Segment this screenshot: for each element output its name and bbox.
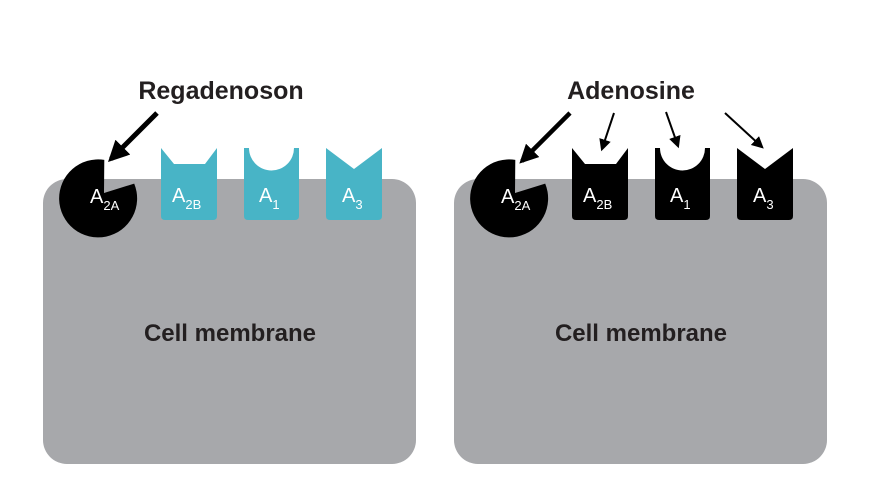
right-receptor-a1: A1	[655, 148, 710, 220]
adenosine-arrow-a1	[665, 111, 681, 149]
right-receptor-a3: A3	[737, 148, 793, 220]
receptor-main-letter: A	[501, 186, 515, 208]
left-receptor-a3: A3	[326, 148, 382, 220]
receptor-subscript: 1	[683, 197, 690, 212]
receptor-main-letter: A	[172, 185, 186, 207]
receptor-a1-shape	[655, 148, 710, 220]
adenosine-label: Adenosine	[567, 77, 695, 105]
receptor-a3-shape	[326, 148, 382, 220]
right-panel: Cell membrane Adenosine A2A A2B A1 A3	[454, 77, 827, 464]
receptor-subscript: 2B	[596, 197, 612, 212]
receptor-label: A1	[670, 185, 691, 212]
receptor-a2b-shape	[572, 148, 628, 220]
receptor-main-letter: A	[753, 185, 767, 207]
receptor-main-letter: A	[583, 185, 597, 207]
left-receptor-a2b: A2B	[161, 148, 217, 220]
receptor-main-letter: A	[342, 185, 356, 207]
receptor-a2a-shape	[470, 159, 549, 238]
left-receptor-a1: A1	[244, 148, 299, 220]
receptor-label: A2B	[583, 185, 612, 212]
left-panel: Cell membrane Regadenoson A2A A2B A1 A3	[43, 77, 416, 464]
adenosine-arrow-a3	[724, 112, 764, 149]
right-membrane-label: Cell membrane	[555, 320, 727, 347]
receptor-label: A3	[342, 185, 363, 212]
receptor-subscript: 2A	[103, 198, 119, 213]
receptor-a2a-shape	[59, 159, 138, 238]
receptor-main-letter: A	[259, 185, 273, 207]
regadenoson-label: Regadenoson	[138, 77, 303, 105]
receptor-label: A1	[259, 185, 280, 212]
right-receptor-a2b: A2B	[572, 148, 628, 220]
receptor-subscript: 2A	[514, 198, 530, 213]
receptor-subscript: 3	[355, 197, 362, 212]
receptor-a2b-shape	[161, 148, 217, 220]
left-cell-membrane	[43, 179, 416, 464]
receptor-a3-shape	[737, 148, 793, 220]
receptor-subscript: 2B	[185, 197, 201, 212]
receptor-subscript: 3	[766, 197, 773, 212]
left-receptor-a2a: A2A	[59, 159, 138, 238]
receptor-main-letter: A	[670, 185, 684, 207]
regadenoson-arrow	[108, 111, 159, 162]
adenosine-arrow-a2a	[519, 111, 572, 164]
receptor-label: A2A	[501, 186, 531, 213]
receptor-label: A2B	[172, 185, 201, 212]
adenosine-arrow-a2b	[599, 112, 615, 152]
receptor-a1-shape	[244, 148, 299, 220]
receptor-subscript: 1	[272, 197, 279, 212]
receptor-main-letter: A	[90, 186, 104, 208]
receptor-label: A2A	[90, 186, 120, 213]
receptor-label: A3	[753, 185, 774, 212]
left-membrane-label: Cell membrane	[144, 320, 316, 347]
right-receptor-a2a: A2A	[470, 159, 549, 238]
right-cell-membrane	[454, 179, 827, 464]
